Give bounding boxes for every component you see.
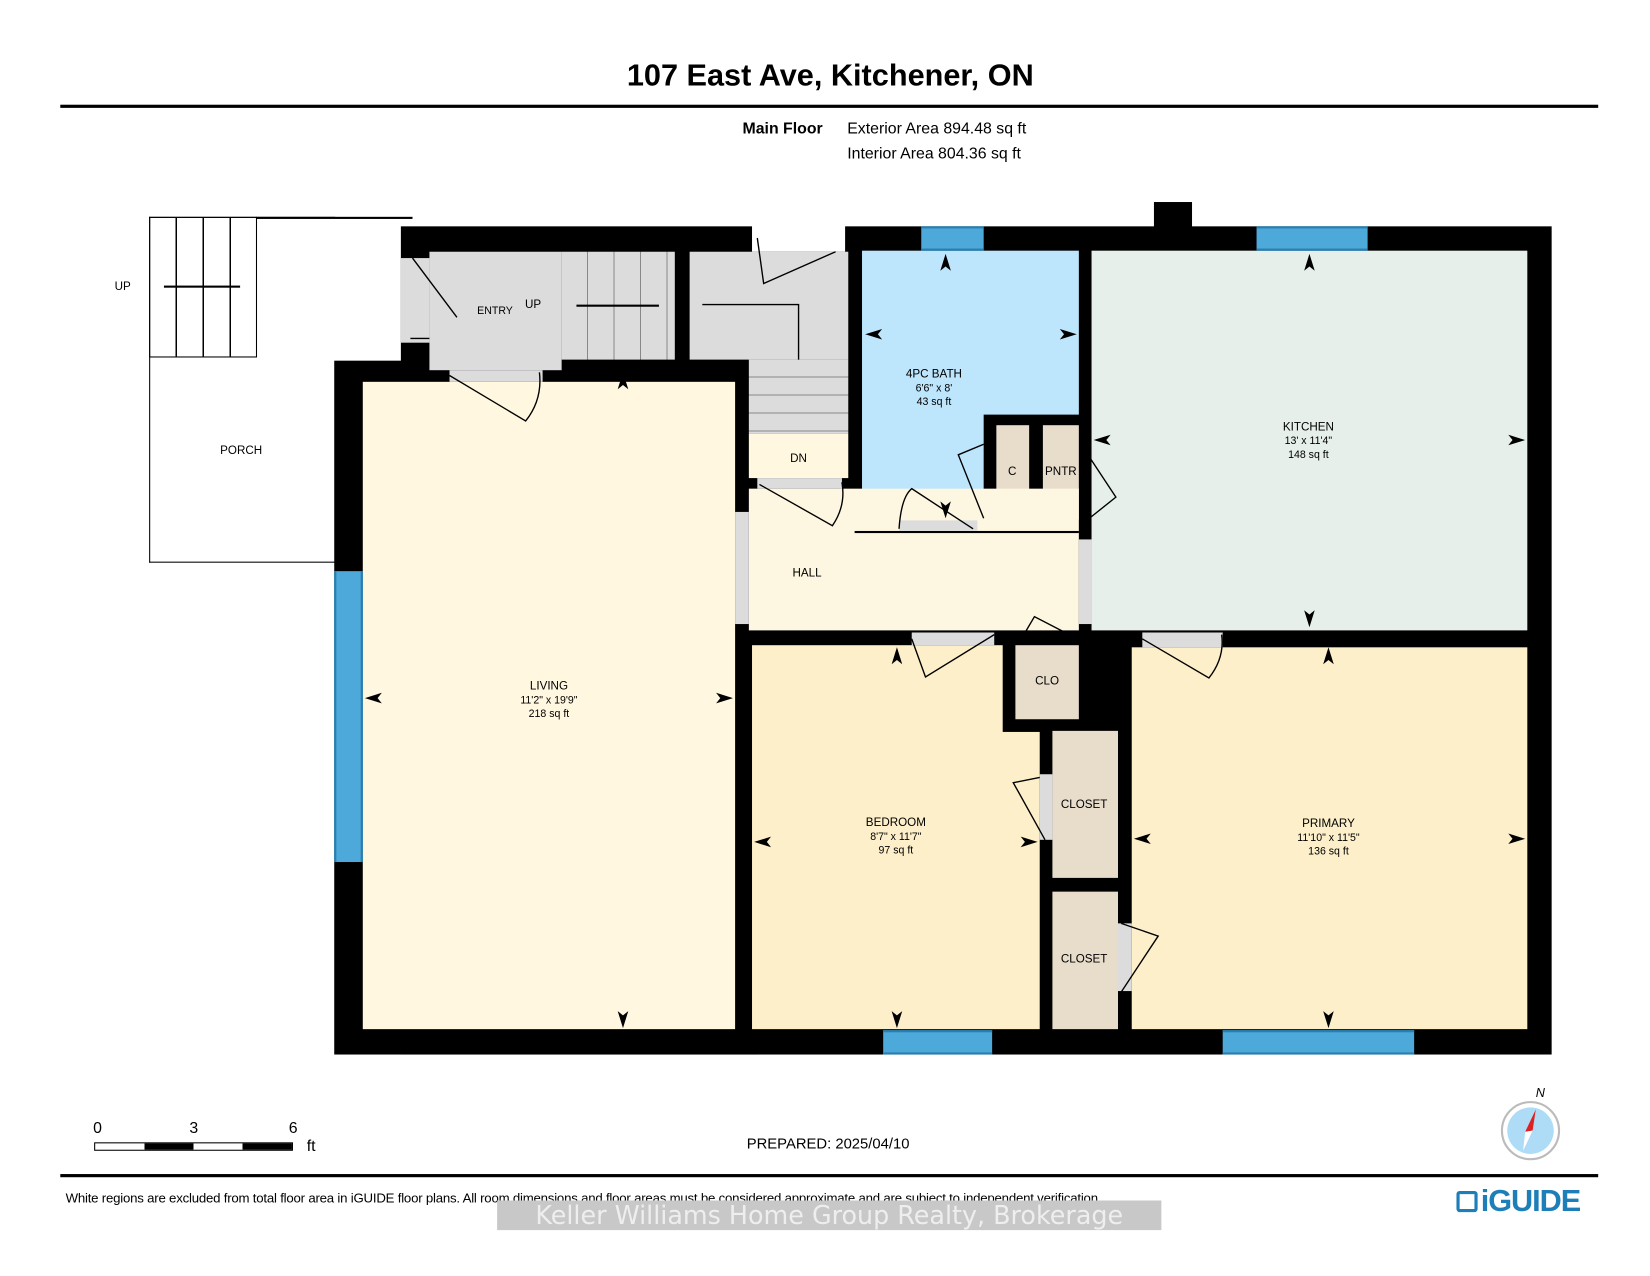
closet2-label: CLOSET — [1060, 952, 1108, 966]
stairs-landing — [689, 251, 849, 360]
stair-arrow — [576, 304, 659, 307]
chimney — [1153, 202, 1193, 228]
notch — [752, 224, 846, 252]
scale-label-6: 6 — [288, 1119, 298, 1138]
porch-roof-edge — [255, 216, 413, 219]
dn-label: DN — [790, 452, 807, 466]
floor-name: Main Floor — [742, 119, 823, 138]
measurement-arrows — [364, 253, 1526, 1029]
living-name: LIVING — [529, 680, 569, 693]
closet-1 — [1052, 730, 1118, 878]
closet-2 — [1052, 891, 1118, 1030]
compass-n: N — [1535, 1085, 1545, 1101]
room-primary — [1131, 647, 1528, 1030]
bath-name: 4PC BATH — [905, 368, 962, 381]
room-bedroom — [752, 645, 1040, 1030]
living-dims: 11'2" x 19'9" — [520, 694, 578, 707]
closet1-label: CLOSET — [1060, 798, 1108, 812]
door-opening — [1117, 923, 1132, 992]
door-opening — [735, 511, 749, 625]
stairs-down — [748, 359, 849, 434]
window — [921, 226, 984, 251]
scale-label-3: 3 — [189, 1119, 199, 1138]
door-opening — [911, 632, 995, 646]
door-opening — [400, 258, 430, 343]
window — [1256, 226, 1368, 251]
compass-icon — [1500, 1101, 1561, 1161]
pntr-label: PNTR — [1045, 465, 1077, 479]
porch-stairs — [149, 216, 258, 358]
hall — [748, 488, 1079, 631]
room-kitchen — [1091, 250, 1528, 631]
iguide-logo-text: iGUIDE — [1480, 1184, 1581, 1218]
kitchen-dims: 13' x 11'4" — [1284, 435, 1333, 448]
primary-name: PRIMARY — [1302, 817, 1355, 831]
primary-dims: 11'10" x 11'5" — [1297, 832, 1360, 845]
porch-label: PORCH — [220, 444, 263, 457]
dn-landing — [748, 433, 849, 479]
exterior-area: Exterior Area 894.48 sq ft — [847, 119, 1027, 138]
iguide-logo-icon — [1456, 1190, 1478, 1213]
hall-label: HALL — [792, 566, 822, 580]
door-opening — [1078, 539, 1092, 625]
door-opening — [1039, 774, 1053, 840]
primary-area: 136 sq ft — [1308, 846, 1349, 858]
door-opening — [1142, 632, 1223, 648]
bedroom-dims: 8'7" x 11'7" — [870, 831, 922, 843]
window — [883, 1030, 993, 1055]
footer-divider — [60, 1174, 1599, 1178]
interior-area: Interior Area 804.36 sq ft — [847, 144, 1021, 163]
hall-bath-wallfill — [854, 530, 1079, 534]
page-title: 107 East Ave, Kitchener, ON — [626, 59, 1034, 94]
window — [1222, 1030, 1415, 1055]
bedroom-area: 97 sq ft — [878, 845, 914, 857]
stairs-up-label: UP — [524, 298, 542, 311]
door-opening — [899, 520, 978, 531]
porch-stair-arrow — [163, 285, 241, 288]
c-label: C — [1008, 465, 1017, 479]
watermark: Keller Williams Home Group Realty, Broke… — [497, 1200, 1162, 1231]
door-opening — [449, 370, 543, 382]
living-area: 218 sq ft — [528, 708, 570, 721]
window — [334, 571, 363, 863]
kitchen-area: 148 sq ft — [1288, 449, 1329, 462]
kitchen-name: KITCHEN — [1282, 420, 1334, 434]
porch-up-label: UP — [114, 280, 131, 293]
bath-dims: 6'6" x 8' — [915, 382, 953, 395]
bedroom-name: BEDROOM — [865, 816, 926, 830]
iguide-logo: iGUIDE — [1456, 1184, 1581, 1218]
clo-label: CLO — [1035, 674, 1060, 688]
clo — [1015, 645, 1079, 720]
entry-label: ENTRY — [477, 305, 513, 318]
prepared-date: PREPARED: 2025/04/10 — [746, 1134, 910, 1152]
room-living — [362, 381, 736, 1030]
scale-label-0: 0 — [93, 1119, 102, 1138]
scale-bar — [94, 1142, 293, 1151]
title-divider — [60, 104, 1599, 108]
bath-area: 43 sq ft — [916, 396, 952, 409]
scale-unit: ft — [306, 1137, 316, 1156]
door-opening — [757, 478, 842, 489]
